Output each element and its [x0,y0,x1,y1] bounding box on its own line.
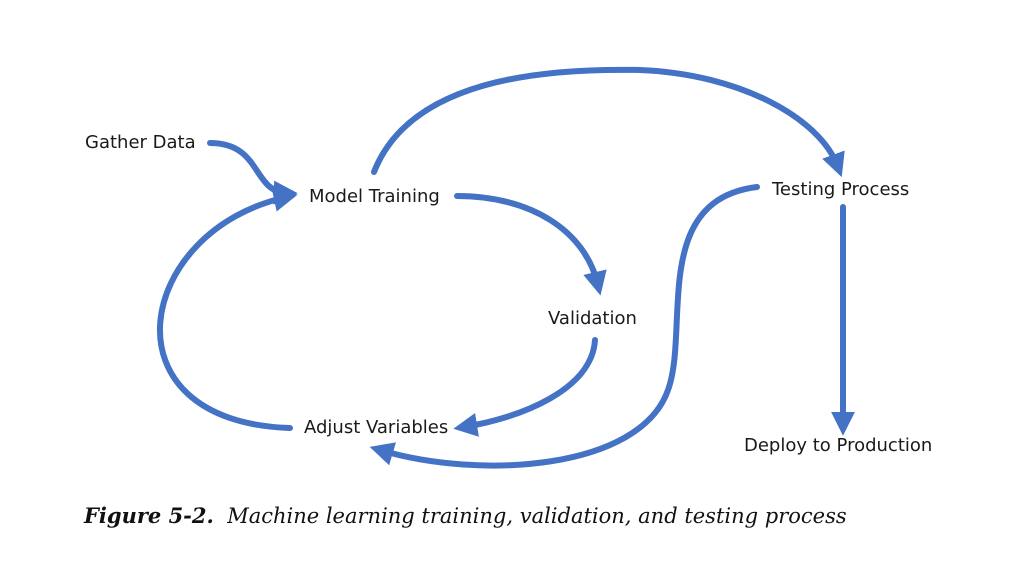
arrow-adjust-to-training [157,188,298,431]
node-deploy-to-production: Deploy to Production [744,435,932,456]
node-model-training: Model Training [309,186,440,207]
arrow-training-to-validation [454,193,607,296]
arrow-training-to-testing [371,66,845,178]
node-validation: Validation [548,308,637,329]
figure-caption: Figure 5-2. Machine learning training, v… [84,503,847,528]
arrow-validation-to-adjust [453,337,598,437]
node-testing-process: Testing Process [771,179,909,200]
node-gather-data: Gather Data [85,132,196,153]
figure-number: Figure 5-2. [84,503,214,528]
node-adjust-variables: Adjust Variables [304,417,448,438]
arrow-gather-to-training [207,140,298,205]
figure-caption-text: Machine learning training, validation, a… [227,504,847,528]
arrow-testing-to-adjust [369,184,760,469]
